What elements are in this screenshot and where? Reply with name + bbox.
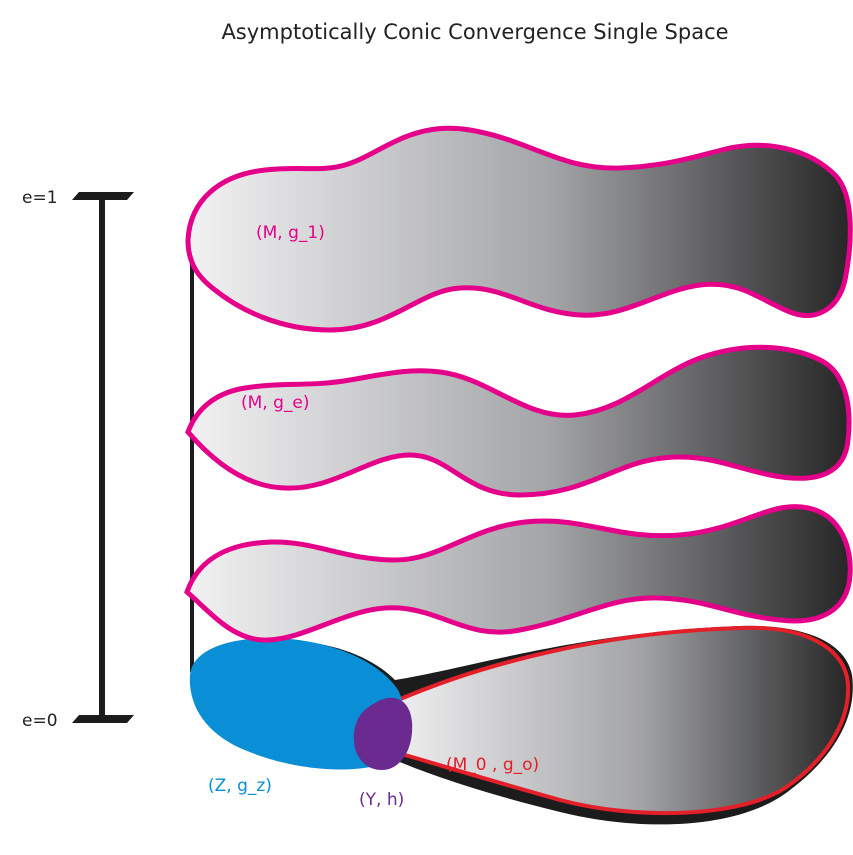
scale-top-cap — [72, 192, 134, 200]
label-z-gz: (Z, g_z) — [208, 776, 272, 796]
parameter-scale: e=1 e=0 — [22, 188, 134, 731]
y-space-region — [353, 697, 413, 770]
scale-bottom-cap — [72, 715, 134, 723]
scale-bar-line — [99, 198, 105, 720]
label-m0-go: (M_0 , g_o) — [446, 755, 539, 775]
label-y-h: (Y, h) — [359, 790, 404, 810]
deformed-space-shape-1 — [185, 125, 853, 333]
scale-label-top: e=1 — [22, 188, 58, 208]
z-space-region — [189, 637, 404, 770]
deformed-space-shape-3 — [184, 504, 853, 643]
deformed-space-shape-e — [185, 344, 852, 498]
label-m-ge: (M, g_e) — [241, 393, 310, 413]
scale-label-bottom: e=0 — [22, 711, 58, 731]
diagram-title: Asymptotically Conic Convergence Single … — [221, 20, 728, 44]
limit-space-body — [382, 625, 851, 816]
label-m-g1: (M, g_1) — [256, 223, 325, 243]
